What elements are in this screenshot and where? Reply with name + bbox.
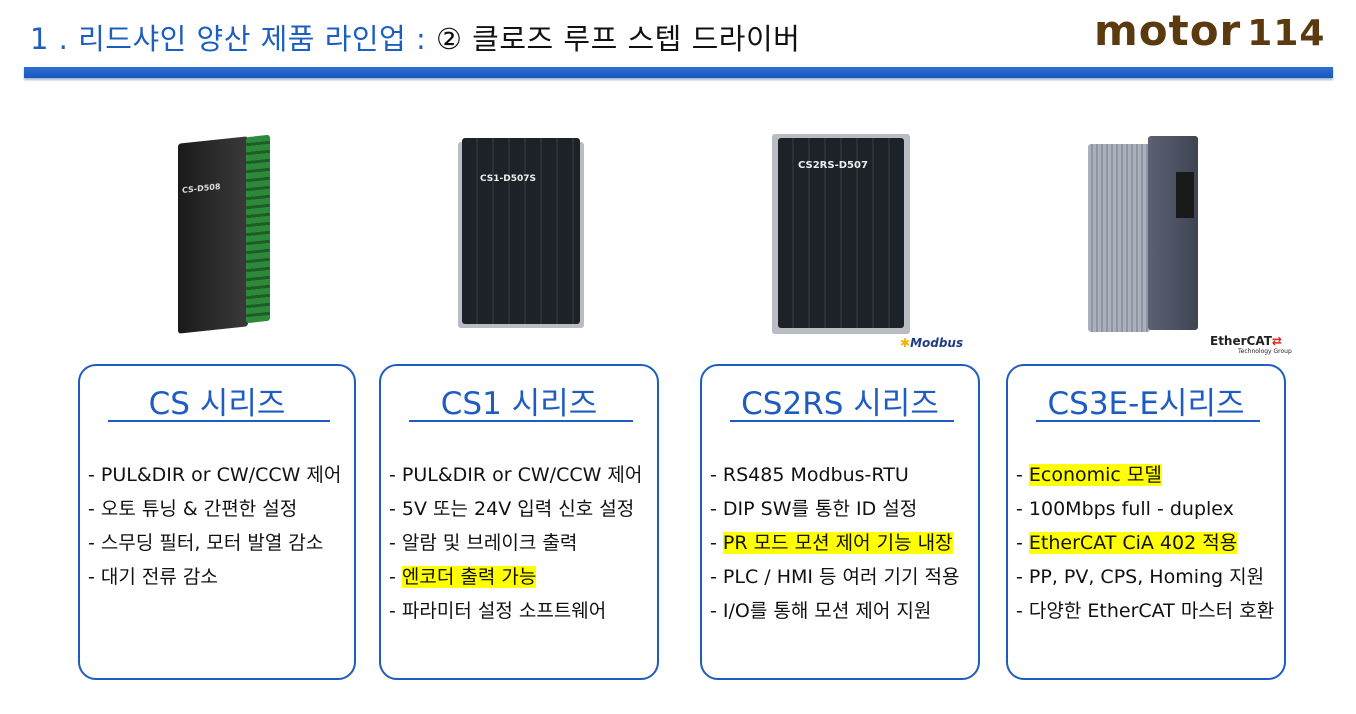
feature-bullet: - — [88, 498, 101, 520]
feature-bullet: - — [389, 566, 402, 588]
title-black: ② 클로즈 루프 스텝 드라이버 — [435, 22, 801, 56]
product-image-cs2rs: CS2RS-D507 — [770, 132, 912, 338]
feature-text: Economic 모델 — [1028, 464, 1162, 486]
product-label-cs2rs: CS2RS-D507 — [798, 160, 868, 171]
feature-text: 대기 전류 감소 — [100, 566, 218, 588]
ethercat-logo: EtherCAT⇄ Technology Group — [1210, 334, 1292, 355]
logo-number: 114 — [1247, 13, 1326, 54]
feature-item: - 스무딩 필터, 모터 발열 감소 — [88, 526, 341, 560]
feature-bullet: - — [88, 532, 101, 554]
feature-item: - 100Mbps full - duplex — [1016, 492, 1274, 526]
feature-text: PP, PV, CPS, Homing 지원 — [1028, 566, 1265, 588]
feature-list: - RS485 Modbus-RTU- DIP SW를 통한 ID 설정- PR… — [710, 458, 960, 628]
modbus-label: Modbus — [910, 336, 964, 350]
feature-bullet: - — [710, 600, 723, 622]
feature-bullet: - — [389, 464, 402, 486]
feature-text: PUL&DIR or CW/CCW 제어 — [100, 464, 342, 486]
ethercat-label: EtherCAT — [1210, 334, 1272, 348]
feature-text: I/O를 통해 모션 제어 지원 — [722, 600, 932, 622]
feature-item: - 엔코더 출력 가능 — [389, 560, 642, 594]
feature-item: - PUL&DIR or CW/CCW 제어 — [389, 458, 642, 492]
title-underline — [108, 420, 330, 422]
feature-text: PR 모드 모션 제어 기능 내장 — [722, 532, 953, 554]
feature-item: - 5V 또는 24V 입력 신호 설정 — [389, 492, 642, 526]
feature-item: - Economic 모델 — [1016, 458, 1274, 492]
feature-text: EtherCAT CiA 402 적용 — [1028, 532, 1238, 554]
feature-text: 스무딩 필터, 모터 발열 감소 — [100, 532, 324, 554]
title-underline — [730, 420, 954, 422]
feature-item: - RS485 Modbus-RTU — [710, 458, 960, 492]
feature-bullet: - — [1016, 566, 1029, 588]
product-image-cs3e — [1088, 132, 1200, 334]
header-divider — [24, 67, 1333, 78]
card-title: CS2RS 시리즈 — [741, 386, 939, 422]
feature-item: - 다양한 EtherCAT 마스터 호환 — [1016, 594, 1274, 628]
feature-bullet: - — [1016, 498, 1029, 520]
feature-list: - Economic 모델- 100Mbps full - duplex- Et… — [1016, 458, 1274, 628]
feature-item: - PUL&DIR or CW/CCW 제어 — [88, 458, 341, 492]
logo-text: motor — [1094, 6, 1242, 55]
card-cs1-series: CS1 시리즈 - PUL&DIR or CW/CCW 제어- 5V 또는 24… — [379, 364, 659, 680]
feature-bullet: - — [389, 600, 402, 622]
feature-bullet: - — [389, 498, 402, 520]
feature-text: 알람 및 브레이크 출력 — [401, 532, 578, 554]
feature-bullet: - — [710, 532, 723, 554]
page-title: 1 . 리드샤인 양산 제품 라인업 : ② 클로즈 루프 스텝 드라이버 — [30, 16, 800, 58]
ethercat-sublabel: Technology Group — [1238, 348, 1292, 355]
card-title: CS 시리즈 — [148, 386, 286, 422]
feature-text: 다양한 EtherCAT 마스터 호환 — [1028, 600, 1275, 622]
feature-item: - PLC / HMI 등 여러 기기 적용 — [710, 560, 960, 594]
feature-text: PUL&DIR or CW/CCW 제어 — [401, 464, 643, 486]
feature-item: - PP, PV, CPS, Homing 지원 — [1016, 560, 1274, 594]
feature-text: 파라미터 설정 소프트웨어 — [401, 600, 607, 622]
title-underline — [409, 420, 633, 422]
card-title: CS1 시리즈 — [440, 386, 598, 422]
feature-text: 100Mbps full - duplex — [1028, 498, 1234, 520]
card-cs2rs-series: CS2RS 시리즈 - RS485 Modbus-RTU- DIP SW를 통한… — [700, 364, 980, 680]
feature-item: - PR 모드 모션 제어 기능 내장 — [710, 526, 960, 560]
feature-text: 5V 또는 24V 입력 신호 설정 — [401, 498, 635, 520]
feature-item: - EtherCAT CiA 402 적용 — [1016, 526, 1274, 560]
feature-list: - PUL&DIR or CW/CCW 제어- 5V 또는 24V 입력 신호 … — [389, 458, 642, 628]
product-image-cs1: CS1-D507S — [454, 136, 590, 332]
feature-bullet: - — [389, 532, 402, 554]
feature-item: - 대기 전류 감소 — [88, 560, 341, 594]
feature-bullet: - — [1016, 532, 1029, 554]
feature-bullet: - — [1016, 600, 1029, 622]
card-cs-series: CS 시리즈 - PUL&DIR or CW/CCW 제어- 오토 튜닝 & 간… — [78, 364, 356, 680]
feature-item: - DIP SW를 통한 ID 설정 — [710, 492, 960, 526]
feature-text: RS485 Modbus-RTU — [722, 464, 909, 486]
ethercat-arrow-icon: ⇄ — [1271, 334, 1282, 348]
feature-bullet: - — [710, 464, 723, 486]
title-underline — [1036, 420, 1260, 422]
modbus-logo: ✱Modbus — [900, 336, 963, 350]
modbus-icon: ✱ — [900, 336, 911, 350]
feature-text: 엔코더 출력 가능 — [401, 566, 537, 588]
title-blue: 1 . 리드샤인 양산 제품 라인업 : — [30, 22, 427, 56]
feature-item: - I/O를 통해 모션 제어 지원 — [710, 594, 960, 628]
feature-bullet: - — [710, 498, 723, 520]
feature-text: 오토 튜닝 & 간편한 설정 — [100, 498, 298, 520]
feature-text: PLC / HMI 등 여러 기기 적용 — [722, 566, 960, 588]
feature-list: - PUL&DIR or CW/CCW 제어- 오토 튜닝 & 간편한 설정- … — [88, 458, 341, 594]
card-cs3e-series: CS3E-E시리즈 - Economic 모델- 100Mbps full - … — [1006, 364, 1286, 680]
product-label-cs1: CS1-D507S — [480, 174, 536, 184]
feature-text: DIP SW를 통한 ID 설정 — [722, 498, 918, 520]
product-image-cs: CS-D508 — [168, 134, 280, 336]
feature-bullet: - — [88, 566, 101, 588]
feature-item: - 파라미터 설정 소프트웨어 — [389, 594, 642, 628]
feature-item: - 오토 튜닝 & 간편한 설정 — [88, 492, 341, 526]
feature-bullet: - — [88, 464, 101, 486]
feature-bullet: - — [1016, 464, 1029, 486]
feature-item: - 알람 및 브레이크 출력 — [389, 526, 642, 560]
feature-bullet: - — [710, 566, 723, 588]
card-title: CS3E-E시리즈 — [1047, 386, 1245, 422]
